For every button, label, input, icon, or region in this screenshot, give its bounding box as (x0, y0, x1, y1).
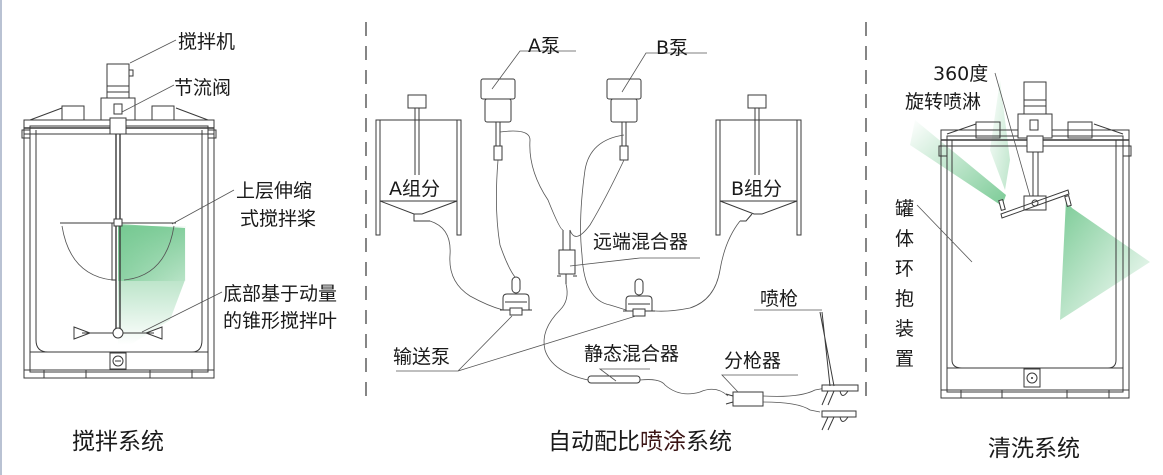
label-pump-a: A泵 (528, 35, 560, 57)
window-left-border (0, 0, 2, 475)
cleaning-system: 360度 旋转喷淋 罐 体 环 抱 装 置 清洗系统 (895, 63, 1150, 462)
mixing-system: 搅拌机 节流阀 上层伸缩 式搅拌桨 底部基于动量 的锥形搅拌叶 搅拌系统 (21, 31, 337, 455)
label-tank-clamp: 罐 体 环 抱 装 置 (895, 198, 914, 370)
bottom-cone-blade (73, 326, 163, 340)
transfer-pump-b (623, 278, 655, 317)
caption-mixing-system: 搅拌系统 (72, 429, 164, 455)
caption-spray-part1: 自动配比 (548, 429, 640, 455)
cleaning-motor (1017, 81, 1053, 153)
pump-b (606, 78, 642, 161)
spray-system: A泵 B泵 A组分 B组分 远端混合器 输送泵 静态混合器 喷枪 分枪器 自动配… (375, 35, 859, 455)
caption-spray-system: 自动配比喷涂系统 (548, 429, 732, 455)
mixing-flow-highlight-band (118, 226, 186, 281)
label-tank-clamp-char: 抱 (895, 288, 914, 310)
label-tank-clamp-char: 环 (895, 258, 914, 280)
gun-splitter (725, 387, 827, 413)
mixer-motor (100, 63, 136, 135)
label-remote-mixer: 远端混合器 (593, 231, 688, 253)
label-mixer: 搅拌机 (178, 31, 235, 53)
label-gun-splitter: 分枪器 (724, 350, 781, 372)
label-rotary-spray-2: 旋转喷淋 (905, 91, 981, 113)
label-upper-paddle-1: 上层伸缩 (236, 180, 312, 202)
rotary-spray-head (998, 152, 1072, 219)
upper-telescopic-paddle (60, 218, 176, 281)
mixing-tank-frame (21, 105, 217, 379)
component-b-tank (715, 94, 802, 236)
label-component-a: A组分 (389, 178, 440, 200)
label-component-b: B组分 (731, 178, 782, 200)
caption-spray-part2: 喷涂 (640, 429, 686, 455)
label-static-mixer: 静态混合器 (584, 343, 679, 365)
label-pump-b: B泵 (656, 37, 688, 59)
label-tank-clamp-char: 罐 (895, 198, 914, 220)
label-tank-clamp-char: 体 (895, 228, 914, 250)
label-spray-gun: 喷枪 (760, 288, 798, 310)
remote-mixer (557, 230, 577, 284)
label-tank-clamp-char: 置 (895, 348, 914, 370)
label-tank-clamp-char: 装 (895, 318, 914, 340)
caption-cleaning-system: 清洗系统 (988, 436, 1080, 462)
spray-jet-left (910, 120, 1006, 206)
label-throttle-valve: 节流阀 (174, 77, 231, 99)
label-transfer-pump: 输送泵 (393, 346, 450, 368)
transfer-pump-a (500, 276, 532, 316)
label-rotary-spray-1: 360度 (933, 63, 988, 85)
label-upper-paddle-2: 式搅拌桨 (240, 208, 316, 230)
spray-guns (819, 311, 859, 431)
label-bottom-blade-1: 底部基于动量 (223, 283, 337, 305)
spray-jet-right (1060, 200, 1150, 320)
label-bottom-blade-2: 的锥形搅拌叶 (223, 310, 337, 332)
pump-a (480, 78, 516, 161)
component-a-tank (375, 94, 462, 236)
caption-spray-part3: 系统 (686, 429, 732, 455)
